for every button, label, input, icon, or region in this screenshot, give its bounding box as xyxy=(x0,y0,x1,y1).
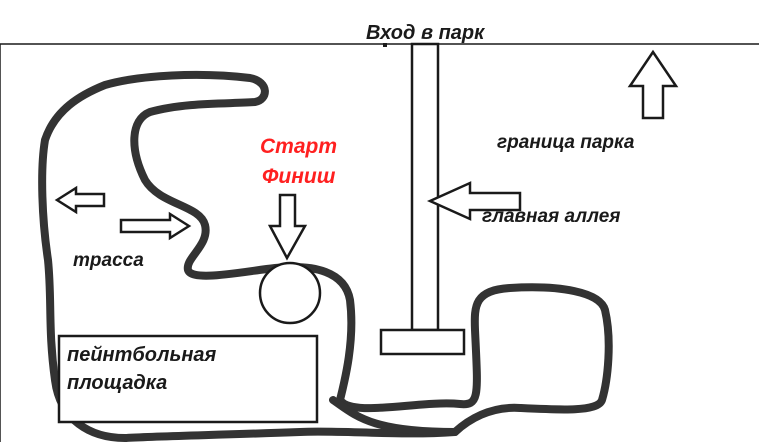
race-track-connector xyxy=(329,396,459,436)
main-alley-label: главная аллея xyxy=(482,206,621,227)
start-label: Старт xyxy=(260,135,338,158)
entrance-label: Вход в парк xyxy=(366,22,485,44)
entrance-marker xyxy=(383,43,387,47)
arrow-alley-icon xyxy=(426,181,522,221)
arrow-left-icon xyxy=(54,185,106,215)
main-alley-path xyxy=(410,42,440,332)
paintball-label-line1: пейнтбольная xyxy=(67,344,217,366)
arrow-up-icon xyxy=(627,49,679,120)
arrow-down-icon xyxy=(267,193,308,261)
paintball-label-line2: площадка xyxy=(67,372,168,394)
park-border-line xyxy=(0,43,759,442)
main-alley-base xyxy=(379,328,466,356)
track-label: трасса xyxy=(73,250,144,271)
start-finish-circle xyxy=(258,261,322,325)
arrow-right-icon xyxy=(119,211,192,241)
park-border-label: граница парка xyxy=(497,132,635,153)
finish-label: Финиш xyxy=(262,165,336,188)
paintball-area xyxy=(57,334,319,424)
